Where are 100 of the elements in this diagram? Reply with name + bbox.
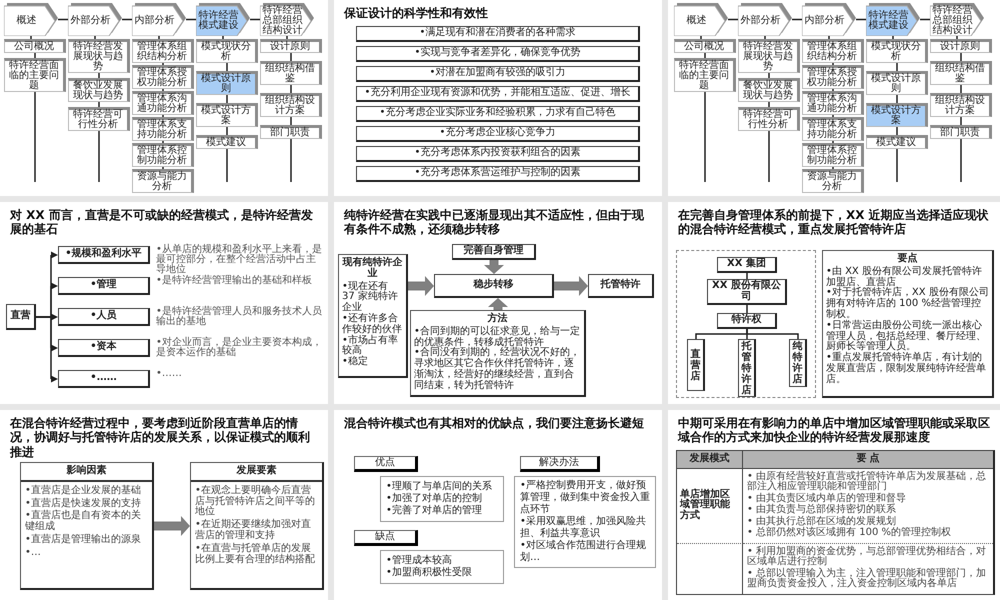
connector-line xyxy=(158,36,160,39)
process-box xyxy=(802,65,864,89)
connector-line xyxy=(162,63,164,65)
table-cell: 单店增加区域管理职能方式 xyxy=(677,468,743,544)
connector-line xyxy=(920,18,930,20)
slide-panel xyxy=(334,202,662,404)
process-box xyxy=(68,39,130,73)
box-label: 资源与能力分析 xyxy=(136,172,188,192)
list-item: • 总部仍然对该区域拥有 100 %的管理控制权 xyxy=(746,528,952,540)
box-label: 缺点 xyxy=(375,532,395,542)
chevron-step xyxy=(802,3,856,36)
chevron-step xyxy=(196,3,250,36)
connector-line xyxy=(162,167,164,169)
process-box xyxy=(132,39,194,63)
connector-line xyxy=(290,53,292,61)
list-item: • 由其负责与总部保持密切的联系 xyxy=(746,505,898,516)
list-item: •合同没有到期的，经营状况不好的，寻求地区其它合作伙伴托管特许，逐渐淘汰，经营好的继续经营，直到合同结束，转为托管特许 xyxy=(414,348,581,392)
process-box xyxy=(930,61,992,85)
process-box xyxy=(132,143,194,167)
slide-title: 纯特许经营在实践中已逐渐显现出其不适应性，但由于现有条件不成熟，还须稳步转移 xyxy=(344,208,645,237)
list-item: •在观念上要明确今后直营店与托管特许店之间平等的地位 xyxy=(194,486,316,518)
box-label: •充分考虑企业核心竞争力 xyxy=(440,128,556,139)
box-label: 特许经营发展现状与趋势 xyxy=(742,42,794,72)
process-box xyxy=(58,277,150,295)
table-header-cell: 要 点 xyxy=(743,451,993,469)
process-box xyxy=(738,39,800,73)
process-box xyxy=(588,274,654,298)
connector-line xyxy=(704,53,706,58)
box-label: 解决办法 xyxy=(539,458,579,468)
box-label: 管理体系沟通功能分析 xyxy=(806,94,858,114)
process-box xyxy=(452,244,536,260)
tab-label xyxy=(354,530,418,546)
box-label: •充分考虑体系内投资获利组合的因素 xyxy=(414,148,580,159)
connector-line xyxy=(226,95,228,103)
process-box xyxy=(4,39,66,53)
process-box xyxy=(132,91,194,115)
note-text: •是特许经营管理人员和服务技术人员输出的基地 xyxy=(156,307,323,327)
process-box xyxy=(866,39,928,63)
connector-line xyxy=(768,73,770,78)
list-item: •在直营与托管单店的发展比例上要有合理的结构搭配 xyxy=(194,544,316,566)
process-box xyxy=(738,78,800,102)
list-item: •管理成本较高 xyxy=(386,555,453,566)
chevron-step xyxy=(68,3,122,36)
connector-line xyxy=(162,89,164,91)
connector-line xyxy=(960,117,962,125)
connector-line xyxy=(186,18,196,20)
connector-line xyxy=(892,36,894,39)
connector-line xyxy=(728,18,738,20)
connector-line xyxy=(746,305,748,313)
process-box xyxy=(930,39,992,53)
process-box xyxy=(717,257,777,273)
process-box xyxy=(260,39,322,53)
slide-panel xyxy=(0,410,328,600)
chevron-step xyxy=(260,3,314,36)
process-box xyxy=(260,93,322,117)
list-box xyxy=(514,476,656,568)
process-box xyxy=(68,107,130,131)
list-item: •合同到期的可以征求意见，给与一定的优惠条件，转移成托管特许 xyxy=(414,326,581,348)
process-box xyxy=(260,125,322,139)
box-label: 模式建议 xyxy=(206,138,246,148)
connector-line xyxy=(98,73,100,78)
box-label: 外部分析 xyxy=(70,14,112,26)
process-box xyxy=(930,125,992,139)
box-label: 管理体系组织结构分析 xyxy=(136,42,188,62)
block-arrow xyxy=(154,516,190,536)
list-item: •对区域合作范围进行合理规划… xyxy=(520,540,647,564)
box-label: 稳步转移 xyxy=(474,280,514,291)
connector-line xyxy=(956,36,958,39)
list-item: •在近期还要继续加强对直营店的管理和支持 xyxy=(194,520,312,542)
box-label: 管理体系控制功能分析 xyxy=(806,146,858,166)
text-box xyxy=(410,310,586,397)
list-item: • 总部以管理输入为主，注入管理职能和管理部门，加盟商负责资金投入，注入资金控制区域内各单店 xyxy=(746,568,988,591)
process-box xyxy=(802,91,864,115)
list-item: •直营店是快速发展的支持 xyxy=(24,498,142,510)
connector-line xyxy=(30,36,32,39)
box-label: 餐饮业发展现状与趋势 xyxy=(742,81,794,101)
connector-line xyxy=(896,63,898,71)
process-box xyxy=(132,117,194,141)
box-label: •管理 xyxy=(90,280,117,291)
text-box xyxy=(338,254,408,378)
box-label: 特许经营总部组织结构设计 xyxy=(932,4,974,36)
process-box xyxy=(68,78,130,102)
box-label: •…… xyxy=(90,373,117,384)
list-item: •加盟商积极性受限 xyxy=(386,567,473,579)
connector-line xyxy=(700,36,702,39)
list-item: •直营店也是自有资本的关键组成 xyxy=(24,511,142,533)
box-label: 管理体系授权功能分析 xyxy=(806,68,858,88)
chevron-step xyxy=(4,3,58,36)
org-box xyxy=(738,339,756,397)
connector-line xyxy=(746,273,748,279)
block-arrow xyxy=(484,260,504,274)
box-heading: 发展要素 xyxy=(191,463,322,482)
process-box xyxy=(196,71,258,95)
slide-panel xyxy=(334,0,662,196)
process-box xyxy=(6,304,36,330)
box-label: 托管特许店 xyxy=(742,340,752,396)
slide-panel xyxy=(0,202,328,404)
process-box xyxy=(866,135,928,149)
box-label: •规模和盈利水平 xyxy=(65,249,142,260)
box-label: •满足现有和潜在消费者的各种需求 xyxy=(420,28,576,39)
